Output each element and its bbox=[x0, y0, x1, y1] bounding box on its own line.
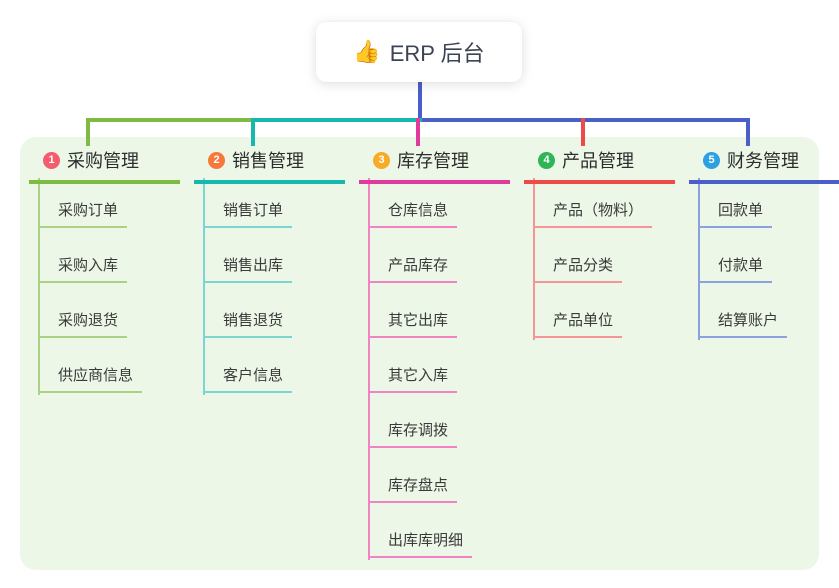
child-node[interactable]: 仓库信息 bbox=[368, 201, 458, 228]
child-node[interactable]: 回款单 bbox=[698, 201, 773, 228]
root-node[interactable]: 👍 ERP 后台 bbox=[316, 22, 522, 82]
child-node[interactable]: 产品（物料） bbox=[533, 201, 653, 228]
branch-label: 销售管理 bbox=[232, 151, 304, 171]
connector-bus-right bbox=[422, 118, 750, 122]
child-node[interactable]: 其它入库 bbox=[368, 366, 458, 393]
child-node[interactable]: 出库库明细 bbox=[368, 531, 473, 558]
branch-node[interactable]: 3 库存管理 bbox=[359, 147, 510, 184]
connector-child-spine bbox=[368, 178, 370, 560]
branch-number-badge: 2 bbox=[208, 151, 225, 169]
branch-label: 产品管理 bbox=[562, 151, 634, 171]
thumbs-up-icon: 👍 bbox=[353, 39, 381, 64]
connector-branch-drop bbox=[581, 118, 585, 146]
child-node[interactable]: 销售出库 bbox=[203, 256, 293, 283]
child-node[interactable]: 结算账户 bbox=[698, 311, 788, 338]
branch-node[interactable]: 5 财务管理 bbox=[689, 147, 839, 184]
branch-node[interactable]: 2 销售管理 bbox=[194, 147, 345, 184]
child-node[interactable]: 其它出库 bbox=[368, 311, 458, 338]
branch-label: 财务管理 bbox=[727, 151, 799, 171]
child-node[interactable]: 产品分类 bbox=[533, 256, 623, 283]
child-node[interactable]: 库存调拨 bbox=[368, 421, 458, 448]
child-node[interactable]: 销售订单 bbox=[203, 201, 293, 228]
child-node[interactable]: 供应商信息 bbox=[38, 366, 143, 393]
child-node[interactable]: 产品单位 bbox=[533, 311, 623, 338]
child-node[interactable]: 付款单 bbox=[698, 256, 773, 283]
connector-child-spine bbox=[203, 178, 205, 395]
connector-branch-drop bbox=[416, 118, 420, 146]
child-node[interactable]: 客户信息 bbox=[203, 366, 293, 393]
branch-label: 库存管理 bbox=[397, 151, 469, 171]
branch-node[interactable]: 4 产品管理 bbox=[524, 147, 675, 184]
child-node[interactable]: 销售退货 bbox=[203, 311, 293, 338]
branch-node[interactable]: 1 采购管理 bbox=[29, 147, 180, 184]
connector-root-drop bbox=[418, 82, 422, 118]
connector-child-spine bbox=[533, 178, 535, 340]
branch-number-badge: 1 bbox=[43, 151, 60, 169]
connector-bus-middle bbox=[251, 118, 422, 122]
connector-branch-drop bbox=[86, 118, 90, 146]
branch-number-badge: 5 bbox=[703, 151, 720, 169]
child-node[interactable]: 库存盘点 bbox=[368, 476, 458, 503]
connector-child-spine bbox=[38, 178, 40, 395]
connector-branch-drop bbox=[746, 118, 750, 146]
connector-branch-drop bbox=[251, 118, 255, 146]
child-node[interactable]: 采购订单 bbox=[38, 201, 128, 228]
child-node[interactable]: 采购入库 bbox=[38, 256, 128, 283]
child-node[interactable]: 产品库存 bbox=[368, 256, 458, 283]
connector-bus-left bbox=[86, 118, 251, 122]
child-node[interactable]: 采购退货 bbox=[38, 311, 128, 338]
branch-number-badge: 3 bbox=[373, 151, 390, 169]
branch-label: 采购管理 bbox=[67, 151, 139, 171]
branch-number-badge: 4 bbox=[538, 151, 555, 169]
branches-panel bbox=[20, 137, 819, 570]
root-title: ERP 后台 bbox=[389, 41, 485, 66]
connector-child-spine bbox=[698, 178, 700, 340]
